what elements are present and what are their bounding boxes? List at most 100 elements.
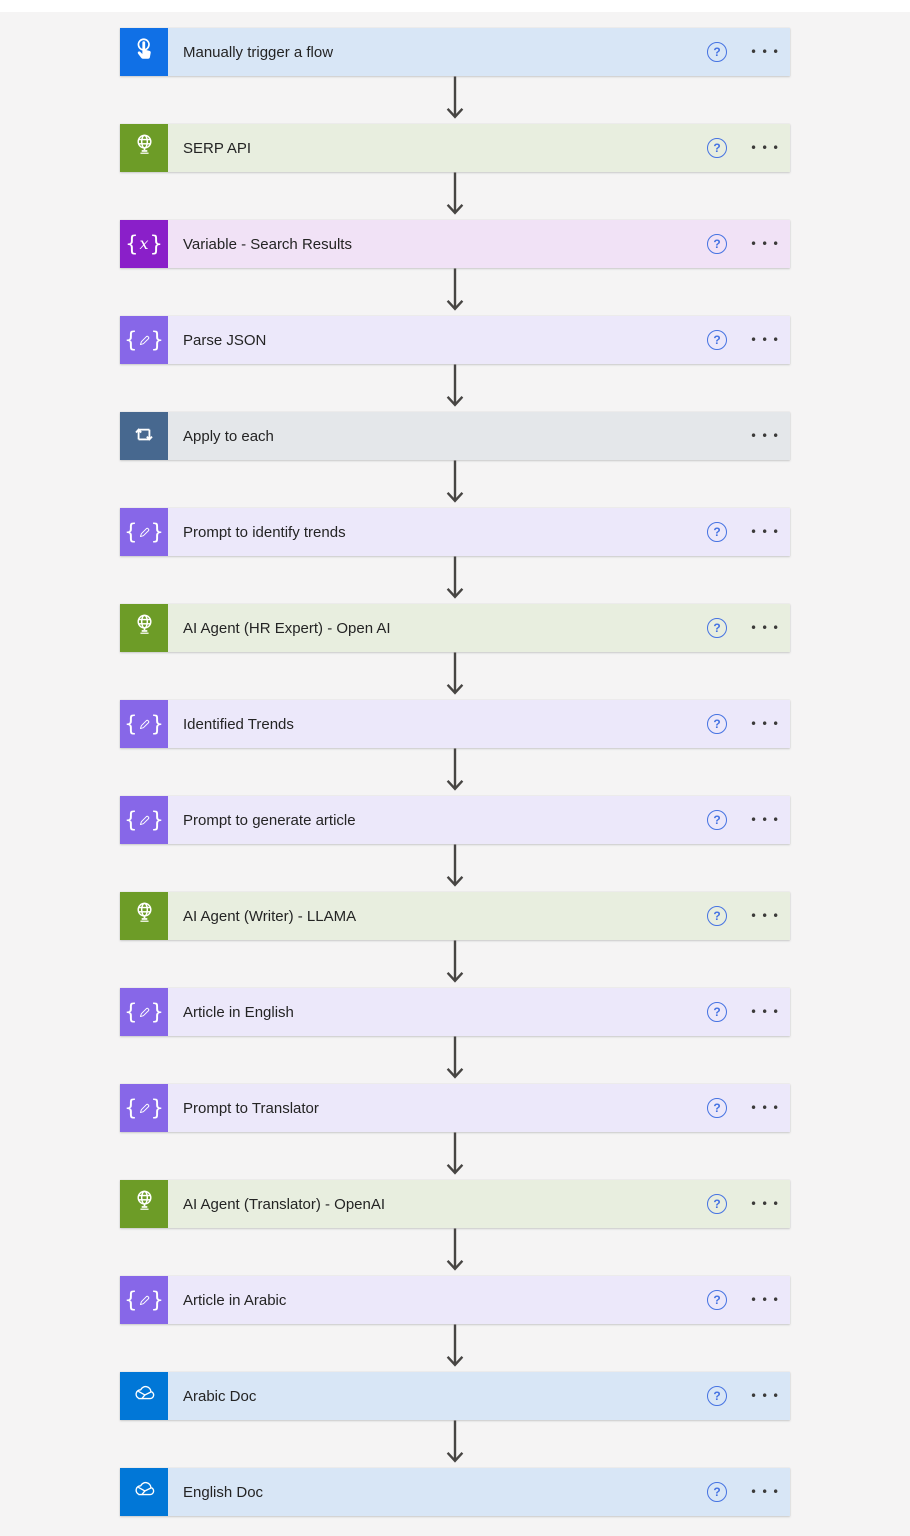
menu-ellipsis-icon[interactable]: ••• xyxy=(746,45,782,59)
flow-step-ai-agent-translator-openai[interactable]: AI Agent (Translator) - OpenAI ? ••• xyxy=(120,1180,790,1228)
step-label: Prompt to identify trends xyxy=(183,523,346,541)
help-icon[interactable]: ? xyxy=(707,618,727,638)
data-operation-pencil-icon: {} xyxy=(124,711,164,736)
flow-connector xyxy=(120,1228,790,1276)
menu-ellipsis-icon[interactable]: ••• xyxy=(746,1293,782,1307)
arrow-down-icon xyxy=(446,76,464,119)
step-icon-box: {} xyxy=(120,508,168,556)
step-icon-box: {} xyxy=(120,1276,168,1324)
arrow-down-icon xyxy=(446,1132,464,1175)
menu-ellipsis-icon[interactable]: ••• xyxy=(746,813,782,827)
step-icon-box xyxy=(120,892,168,940)
step-label: Article in Arabic xyxy=(183,1291,287,1309)
menu-ellipsis-icon[interactable]: ••• xyxy=(746,1389,782,1403)
step-label: AI Agent (Translator) - OpenAI xyxy=(183,1195,386,1213)
flow-step-prompt-to-identify-trends[interactable]: {} Prompt to identify trends ? ••• xyxy=(120,508,790,556)
help-icon[interactable]: ? xyxy=(707,714,727,734)
flow-step-ai-agent-hr-expert-open-ai[interactable]: AI Agent (HR Expert) - Open AI ? ••• xyxy=(120,604,790,652)
flow-connector xyxy=(120,1420,790,1468)
manual-trigger-icon xyxy=(131,36,158,68)
flow-connector xyxy=(120,1132,790,1180)
help-icon[interactable]: ? xyxy=(707,1098,727,1118)
flow-connector xyxy=(120,268,790,316)
flow-canvas: Manually trigger a flow ? ••• SERP API ?… xyxy=(120,12,790,1516)
step-icon-box xyxy=(120,412,168,460)
arrow-down-icon xyxy=(446,556,464,599)
menu-ellipsis-icon[interactable]: ••• xyxy=(746,141,782,155)
flow-connector xyxy=(120,940,790,988)
onedrive-cloud-icon xyxy=(131,1476,158,1508)
menu-ellipsis-icon[interactable]: ••• xyxy=(746,237,782,251)
arrow-down-icon xyxy=(446,940,464,983)
help-icon[interactable]: ? xyxy=(707,1386,727,1406)
flow-step-article-in-arabic[interactable]: {} Article in Arabic ? ••• xyxy=(120,1276,790,1324)
flow-step-prompt-to-translator[interactable]: {} Prompt to Translator ? ••• xyxy=(120,1084,790,1132)
menu-ellipsis-icon[interactable]: ••• xyxy=(746,333,782,347)
step-label: Prompt to Translator xyxy=(183,1099,319,1117)
flow-connector xyxy=(120,1324,790,1372)
arrow-down-icon xyxy=(446,652,464,695)
variable-icon: {x} xyxy=(125,231,163,256)
help-icon[interactable]: ? xyxy=(707,906,727,926)
flow-step-prompt-to-generate-article[interactable]: {} Prompt to generate article ? ••• xyxy=(120,796,790,844)
data-operation-pencil-icon: {} xyxy=(124,1095,164,1120)
data-operation-pencil-icon: {} xyxy=(124,807,164,832)
step-icon-box xyxy=(120,28,168,76)
onedrive-cloud-icon xyxy=(131,1380,158,1412)
help-icon[interactable]: ? xyxy=(707,1002,727,1022)
step-icon-box: {} xyxy=(120,796,168,844)
step-label: Apply to each xyxy=(183,427,274,445)
globe-icon xyxy=(131,1188,158,1220)
step-label: Prompt to generate article xyxy=(183,811,356,829)
help-icon[interactable]: ? xyxy=(707,1194,727,1214)
menu-ellipsis-icon[interactable]: ••• xyxy=(746,621,782,635)
help-icon[interactable]: ? xyxy=(707,330,727,350)
step-label: AI Agent (HR Expert) - Open AI xyxy=(183,619,391,637)
globe-icon xyxy=(131,612,158,644)
menu-ellipsis-icon[interactable]: ••• xyxy=(746,909,782,923)
menu-ellipsis-icon[interactable]: ••• xyxy=(746,717,782,731)
flow-connector xyxy=(120,652,790,700)
menu-ellipsis-icon[interactable]: ••• xyxy=(746,1485,782,1499)
help-icon[interactable]: ? xyxy=(707,522,727,542)
step-icon-box: {} xyxy=(120,1084,168,1132)
step-label: Parse JSON xyxy=(183,331,267,349)
flow-connector xyxy=(120,172,790,220)
step-icon-box: {} xyxy=(120,316,168,364)
flow-step-ai-agent-writer-llama[interactable]: AI Agent (Writer) - LLAMA ? ••• xyxy=(120,892,790,940)
step-icon-box xyxy=(120,604,168,652)
flow-step-apply-to-each[interactable]: Apply to each ••• xyxy=(120,412,790,460)
step-label: Arabic Doc xyxy=(183,1387,257,1405)
step-icon-box: {} xyxy=(120,988,168,1036)
flow-connector xyxy=(120,76,790,124)
flow-step-english-doc[interactable]: English Doc ? ••• xyxy=(120,1468,790,1516)
flow-connector xyxy=(120,556,790,604)
help-icon[interactable]: ? xyxy=(707,1482,727,1502)
flow-step-manually-trigger-a-flow[interactable]: Manually trigger a flow ? ••• xyxy=(120,28,790,76)
flow-step-variable-search-results[interactable]: {x} Variable - Search Results ? ••• xyxy=(120,220,790,268)
flow-step-article-in-english[interactable]: {} Article in English ? ••• xyxy=(120,988,790,1036)
flow-step-parse-json[interactable]: {} Parse JSON ? ••• xyxy=(120,316,790,364)
globe-icon xyxy=(131,900,158,932)
help-icon[interactable]: ? xyxy=(707,138,727,158)
flow-connector xyxy=(120,1036,790,1084)
flow-step-arabic-doc[interactable]: Arabic Doc ? ••• xyxy=(120,1372,790,1420)
menu-ellipsis-icon[interactable]: ••• xyxy=(746,1101,782,1115)
help-icon[interactable]: ? xyxy=(707,810,727,830)
menu-ellipsis-icon[interactable]: ••• xyxy=(746,525,782,539)
arrow-down-icon xyxy=(446,364,464,407)
flow-step-serp-api[interactable]: SERP API ? ••• xyxy=(120,124,790,172)
help-icon[interactable]: ? xyxy=(707,1290,727,1310)
menu-ellipsis-icon[interactable]: ••• xyxy=(746,1197,782,1211)
data-operation-pencil-icon: {} xyxy=(124,1287,164,1312)
menu-ellipsis-icon[interactable]: ••• xyxy=(746,429,782,443)
step-label: SERP API xyxy=(183,139,252,157)
help-icon[interactable]: ? xyxy=(707,234,727,254)
arrow-down-icon xyxy=(446,748,464,791)
flow-connector xyxy=(120,460,790,508)
flow-step-identified-trends[interactable]: {} Identified Trends ? ••• xyxy=(120,700,790,748)
top-strip xyxy=(0,0,910,12)
arrow-down-icon xyxy=(446,1228,464,1271)
menu-ellipsis-icon[interactable]: ••• xyxy=(746,1005,782,1019)
help-icon[interactable]: ? xyxy=(707,42,727,62)
